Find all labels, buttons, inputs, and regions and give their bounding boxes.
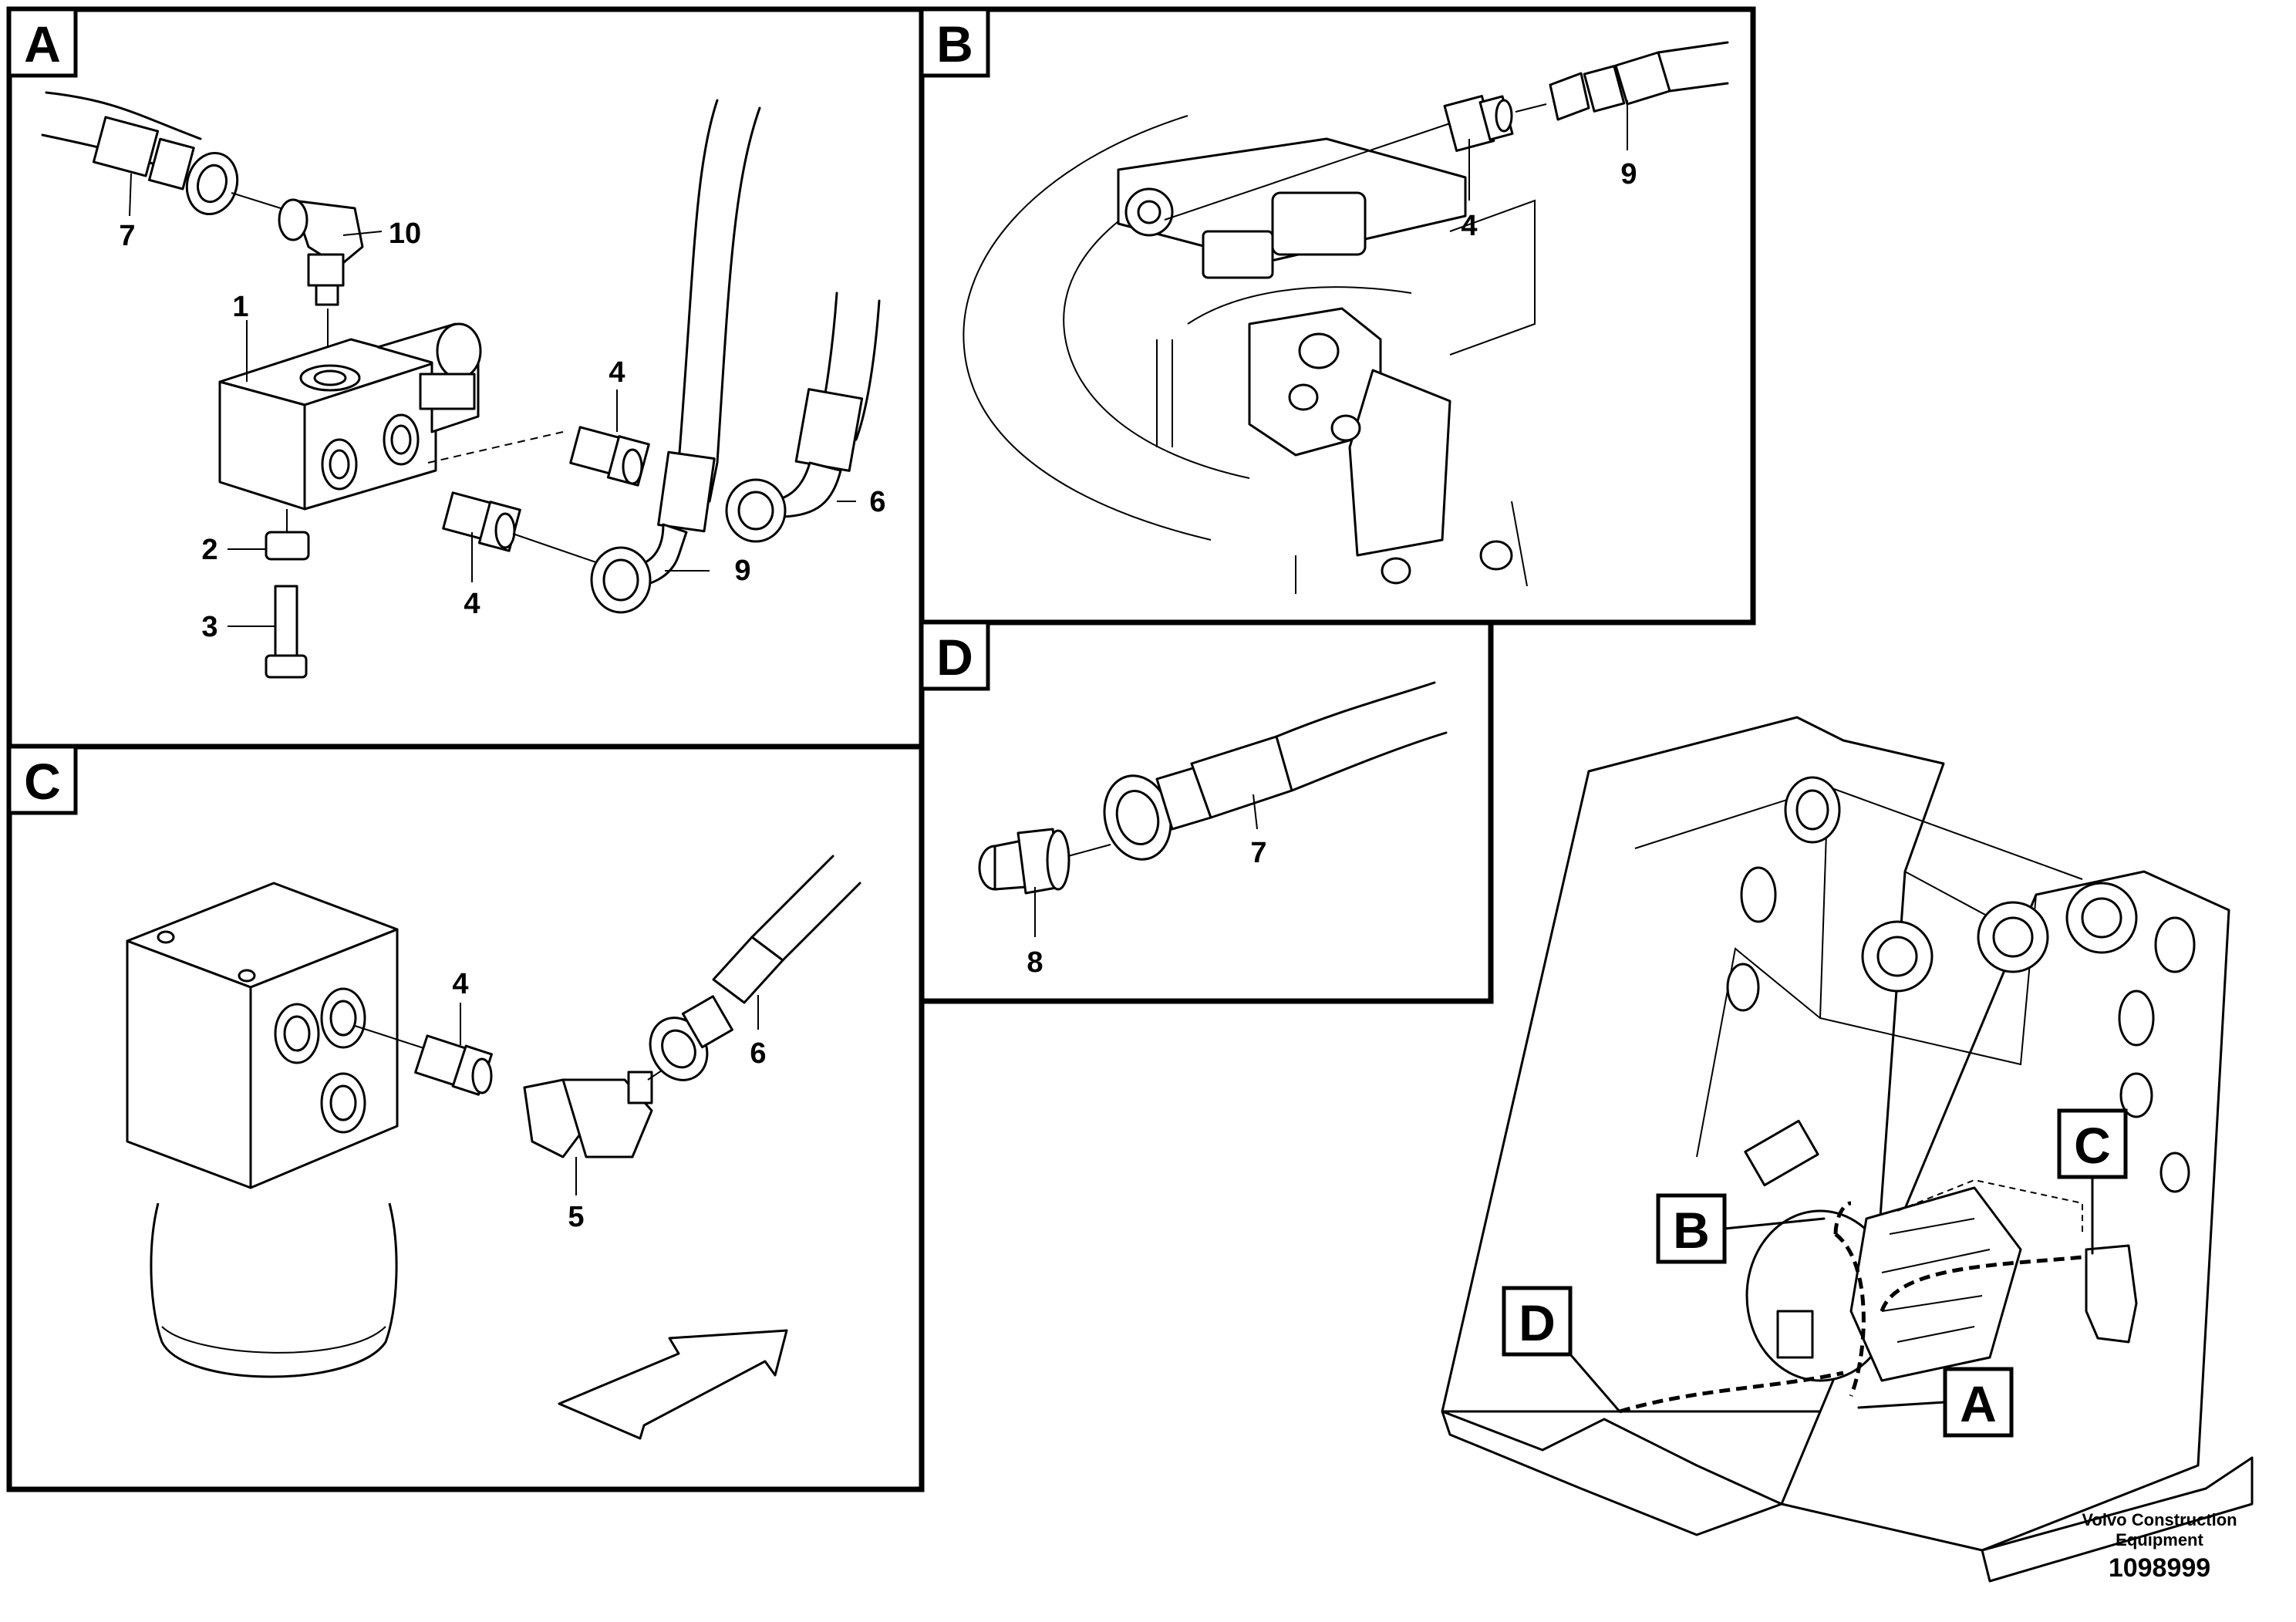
panel-b-tag: B bbox=[936, 15, 973, 73]
footer-company-line1: Volvo Construction bbox=[2082, 1510, 2237, 1529]
panel-a-callout-10: 10 bbox=[389, 218, 421, 250]
panel-b-callout-9: 9 bbox=[1620, 158, 1637, 191]
hose-route-a bbox=[1834, 1233, 1866, 1397]
panel-c-tag: C bbox=[24, 753, 61, 810]
panel-d-hose-7 bbox=[1275, 681, 1436, 738]
overview-pump bbox=[1849, 1186, 2022, 1382]
panel-c-hose-6 bbox=[750, 855, 834, 939]
frame-bores bbox=[1726, 776, 2196, 1193]
panel-d: D 8 7 bbox=[919, 619, 1494, 1004]
panel-a-callout-1: 1 bbox=[232, 291, 248, 323]
footer-company-line2: Equipment bbox=[2116, 1530, 2203, 1549]
panel-b-hose-9-nut bbox=[1549, 72, 1590, 121]
panel-d-callout-8: 8 bbox=[1027, 946, 1043, 979]
panel-c-callout-6: 6 bbox=[750, 1037, 766, 1070]
panel-a-tag-box bbox=[7, 7, 78, 78]
hose-9 bbox=[677, 99, 719, 495]
overview-marker-d-box bbox=[1502, 1286, 1573, 1357]
spacer-2 bbox=[265, 531, 310, 561]
overview-marker-d: D bbox=[1519, 1294, 1556, 1351]
overview-marker-c: C bbox=[2074, 1117, 2111, 1174]
bolt-3 bbox=[274, 585, 298, 657]
panel-b-callout-4: 4 bbox=[1461, 210, 1477, 242]
panel-a-callout-6: 6 bbox=[869, 486, 885, 518]
panel-c-tag-box bbox=[7, 744, 78, 815]
panel-c: C 4 6 5 bbox=[6, 744, 925, 1492]
overview-accumulator bbox=[2085, 1244, 2138, 1344]
panel-d-tag: D bbox=[936, 629, 973, 686]
pump-solenoid bbox=[1271, 191, 1367, 256]
direction-arrow bbox=[558, 1329, 788, 1440]
overview-marker-b: B bbox=[1673, 1202, 1710, 1259]
panel-c-block-front bbox=[249, 928, 399, 1189]
panel-d-callout-7: 7 bbox=[1250, 837, 1266, 869]
frame-base bbox=[1441, 1410, 1783, 1536]
panel-a-callout-4-lower: 4 bbox=[464, 588, 480, 620]
hose-route-c bbox=[1880, 1255, 2083, 1312]
panel-a-tag: A bbox=[24, 15, 61, 73]
panel-a-callout-4-upper: 4 bbox=[609, 356, 625, 389]
panel-c-callout-4: 4 bbox=[452, 968, 468, 1000]
elbow-10 bbox=[292, 199, 364, 268]
panel-b-hose-9 bbox=[1657, 41, 1729, 54]
frame-curve bbox=[963, 115, 1212, 541]
panel-c-callout-5: 5 bbox=[568, 1201, 584, 1233]
panel-a-callout-7: 7 bbox=[119, 220, 135, 252]
elbow-10-thread bbox=[307, 253, 345, 287]
panel-b-tag-box bbox=[919, 7, 990, 78]
overview-marker-a: A bbox=[1960, 1375, 1997, 1432]
overview-frame-drawing: C B D A bbox=[1441, 716, 2254, 1583]
hose-7 bbox=[45, 91, 202, 140]
panel-b: B 4 9 bbox=[919, 6, 1756, 626]
figure-number: 1098999 bbox=[2109, 1553, 2210, 1583]
panel-a-callout-9: 9 bbox=[734, 555, 750, 587]
panel-a: A bbox=[6, 6, 925, 750]
accumulator bbox=[150, 1202, 398, 1378]
panel-a-callout-3: 3 bbox=[201, 611, 217, 643]
panel-a-callout-2: 2 bbox=[201, 534, 217, 566]
panel-d-tag-box bbox=[919, 620, 990, 691]
